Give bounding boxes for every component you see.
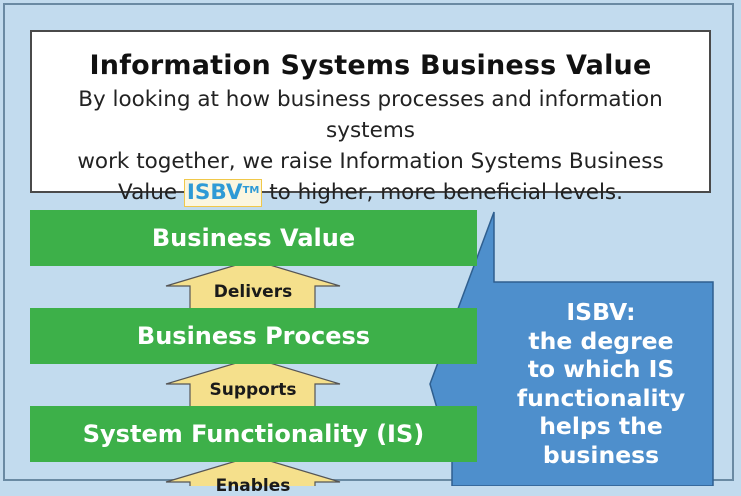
- description-line-3-start: Value: [118, 180, 178, 205]
- description-line-2: work together, we raise Information Syst…: [77, 149, 664, 174]
- callout-line: to which IS: [527, 355, 675, 383]
- isbv-badge-text: ISBV: [186, 180, 243, 205]
- arrow-label-supports: Supports: [209, 380, 297, 400]
- layer-system-functionality: System Functionality (IS): [30, 406, 477, 462]
- description-line-3-end: to higher, more beneficial levels.: [269, 180, 623, 205]
- callout-line: helps the: [539, 412, 663, 440]
- arrow-label-delivers: Delivers: [213, 282, 293, 302]
- arrow-enables: [165, 455, 341, 486]
- trademark-mark: TM: [242, 185, 260, 196]
- description-line-1: By looking at how business processes and…: [78, 87, 663, 143]
- diagram-title: Information Systems Business Value: [89, 50, 652, 81]
- callout-line: the degree: [528, 326, 674, 355]
- diagram-shapes: [165, 211, 714, 486]
- layer-business-process: Business Process: [30, 308, 477, 364]
- callout-line: business: [542, 440, 660, 469]
- isbv-badge: ISBVTM: [183, 179, 263, 207]
- callout-text: ISBV: the degree to which IS functionali…: [496, 298, 706, 469]
- isbv-callout-arrow: [429, 211, 714, 486]
- layer-business-value: Business Value: [30, 210, 477, 266]
- arrow-label-enables: Enables: [215, 476, 291, 496]
- callout-line: functionality: [516, 383, 686, 412]
- description-line-3: Value ISBVTM to higher, more beneficial …: [32, 177, 709, 208]
- callout-line: ISBV:: [566, 298, 636, 326]
- diagram-frame: [3, 3, 734, 481]
- description: By looking at how business processes and…: [32, 84, 709, 208]
- header-box: Information Systems Business Value By lo…: [30, 30, 711, 207]
